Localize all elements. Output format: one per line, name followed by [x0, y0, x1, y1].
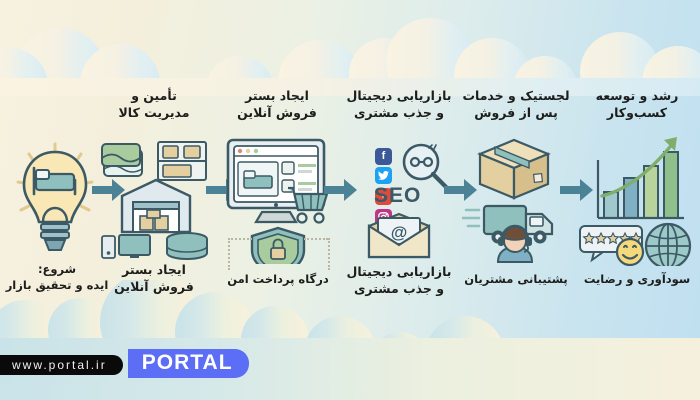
step-marketing-top-line2: و جذب مشتری	[353, 104, 445, 120]
step-growth-top-line2: کسب‌وکار	[606, 104, 668, 120]
parcel-box-icon	[477, 138, 551, 200]
step-logistics-top-line2: پس از فروش	[474, 104, 558, 120]
supply-icon-group	[100, 136, 212, 260]
logistics-icon-group	[460, 134, 568, 264]
monitor-storefront-icon	[226, 138, 326, 224]
desktop-computer-icon	[101, 234, 151, 259]
arrow-3-icon	[324, 178, 358, 206]
shelf-boxes-icon	[157, 141, 207, 181]
step-platform-top-label: ایجاد بستر فروش آنلاین	[222, 88, 332, 122]
twitter-icon	[375, 166, 392, 184]
arrow-4-icon	[444, 178, 478, 206]
arrow-5-icon	[560, 178, 594, 206]
step-supply-top-label: تأمین و مدیریت کالا	[98, 88, 210, 122]
step-marketing-top-label: بازاریابی دیجیتال و جذب مشتری	[338, 88, 460, 122]
portal-logo[interactable]: PORTAL www.portal.ir	[0, 349, 249, 378]
step-marketing-bottom-line1: بازاریابی دیجیتال	[346, 264, 452, 279]
step-growth-bottom-label: سودآوری و رضایت	[578, 272, 696, 288]
step-supply-bottom-label: ایجاد بستر فروش آنلاین	[98, 262, 210, 296]
bottom-clouds-svg	[0, 272, 700, 400]
step-logistics-bottom-label: پشتیبانی مشتریان	[458, 272, 574, 288]
database-icon	[166, 232, 208, 260]
growth-bar-chart-icon	[596, 151, 684, 220]
step-logistics-top-label: لجستیک و خدمات پس از فروش	[458, 88, 574, 122]
dotted-connector-left-vert	[228, 238, 230, 270]
bottom-cloud-band	[0, 272, 700, 400]
bed-icon	[32, 166, 77, 196]
warehouse-icon	[120, 178, 192, 234]
support-agent-icon	[496, 224, 534, 263]
folded-fabric-icon	[101, 143, 143, 177]
step-supply-bottom-line2: فروش آنلاین	[114, 278, 194, 294]
step-growth-bottom-line1: سودآوری و رضایت	[583, 272, 691, 286]
step-platform-top-line1: ایجاد بستر	[245, 88, 309, 103]
step-platform-sub-label: درگاه پرداخت امن	[227, 272, 329, 286]
email-envelope-icon: @	[367, 212, 431, 259]
globe-icon	[644, 222, 692, 270]
step-idea-label-line1: شروع:	[37, 262, 77, 276]
arrow-1-icon	[92, 178, 126, 206]
step-growth-top-line1: رشد و توسعه	[595, 88, 679, 103]
step-supply-top-line2: مدیریت کالا	[118, 104, 190, 120]
step-supply-top-line1: تأمین و	[131, 88, 177, 103]
step-platform-bottom-label: درگاه پرداخت امن	[216, 272, 340, 288]
seo-text-icon: SEO	[374, 184, 422, 207]
idea-lightbulb-group	[12, 140, 98, 258]
step-growth-top-label: رشد و توسعه کسب‌وکار	[578, 88, 696, 122]
marketing-icon-group: f SEO @	[344, 138, 456, 262]
step-marketing-top-line1: بازاریابی دیجیتال	[346, 88, 452, 103]
magnifier-icon	[402, 143, 451, 192]
platform-icon-group	[222, 136, 334, 278]
top-cloud-band	[0, 0, 700, 124]
step-marketing-bottom-line2: و جذب مشتری	[353, 280, 445, 296]
top-clouds-svg	[0, 18, 700, 124]
step-supply-bottom-line1: ایجاد بستر	[122, 262, 186, 277]
dotted-connector-left	[228, 238, 252, 240]
step-marketing-bottom-label: بازاریابی دیجیتال و جذب مشتری	[338, 264, 460, 298]
dotted-connector-right	[304, 238, 328, 240]
shield-lock-icon	[250, 226, 306, 278]
portal-logo-name: PORTAL	[127, 349, 249, 378]
rising-arrow-icon	[600, 137, 677, 198]
svg-text:@: @	[391, 223, 408, 242]
lightbulb-icon	[16, 142, 94, 251]
step-idea-label-line2: ایده و تحقیق بازار	[5, 277, 109, 292]
dotted-connector-right-vert	[328, 238, 330, 270]
step-logistics-top-line1: لجستیک و خدمات	[462, 88, 570, 103]
step-platform-top-line2: فروش آنلاین	[237, 104, 317, 120]
smiley-face-icon	[615, 237, 645, 267]
youtube-icon	[375, 187, 392, 205]
step-logistics-bottom-line1: پشتیبانی مشتریان	[464, 272, 568, 286]
growth-icon-group	[578, 134, 696, 270]
portal-logo-url: www.portal.ir	[0, 355, 123, 375]
step-idea-bottom-label: شروع: ایده و تحقیق بازار	[2, 262, 112, 293]
shopping-cart-icon	[288, 186, 329, 224]
facebook-icon: f	[375, 147, 392, 165]
